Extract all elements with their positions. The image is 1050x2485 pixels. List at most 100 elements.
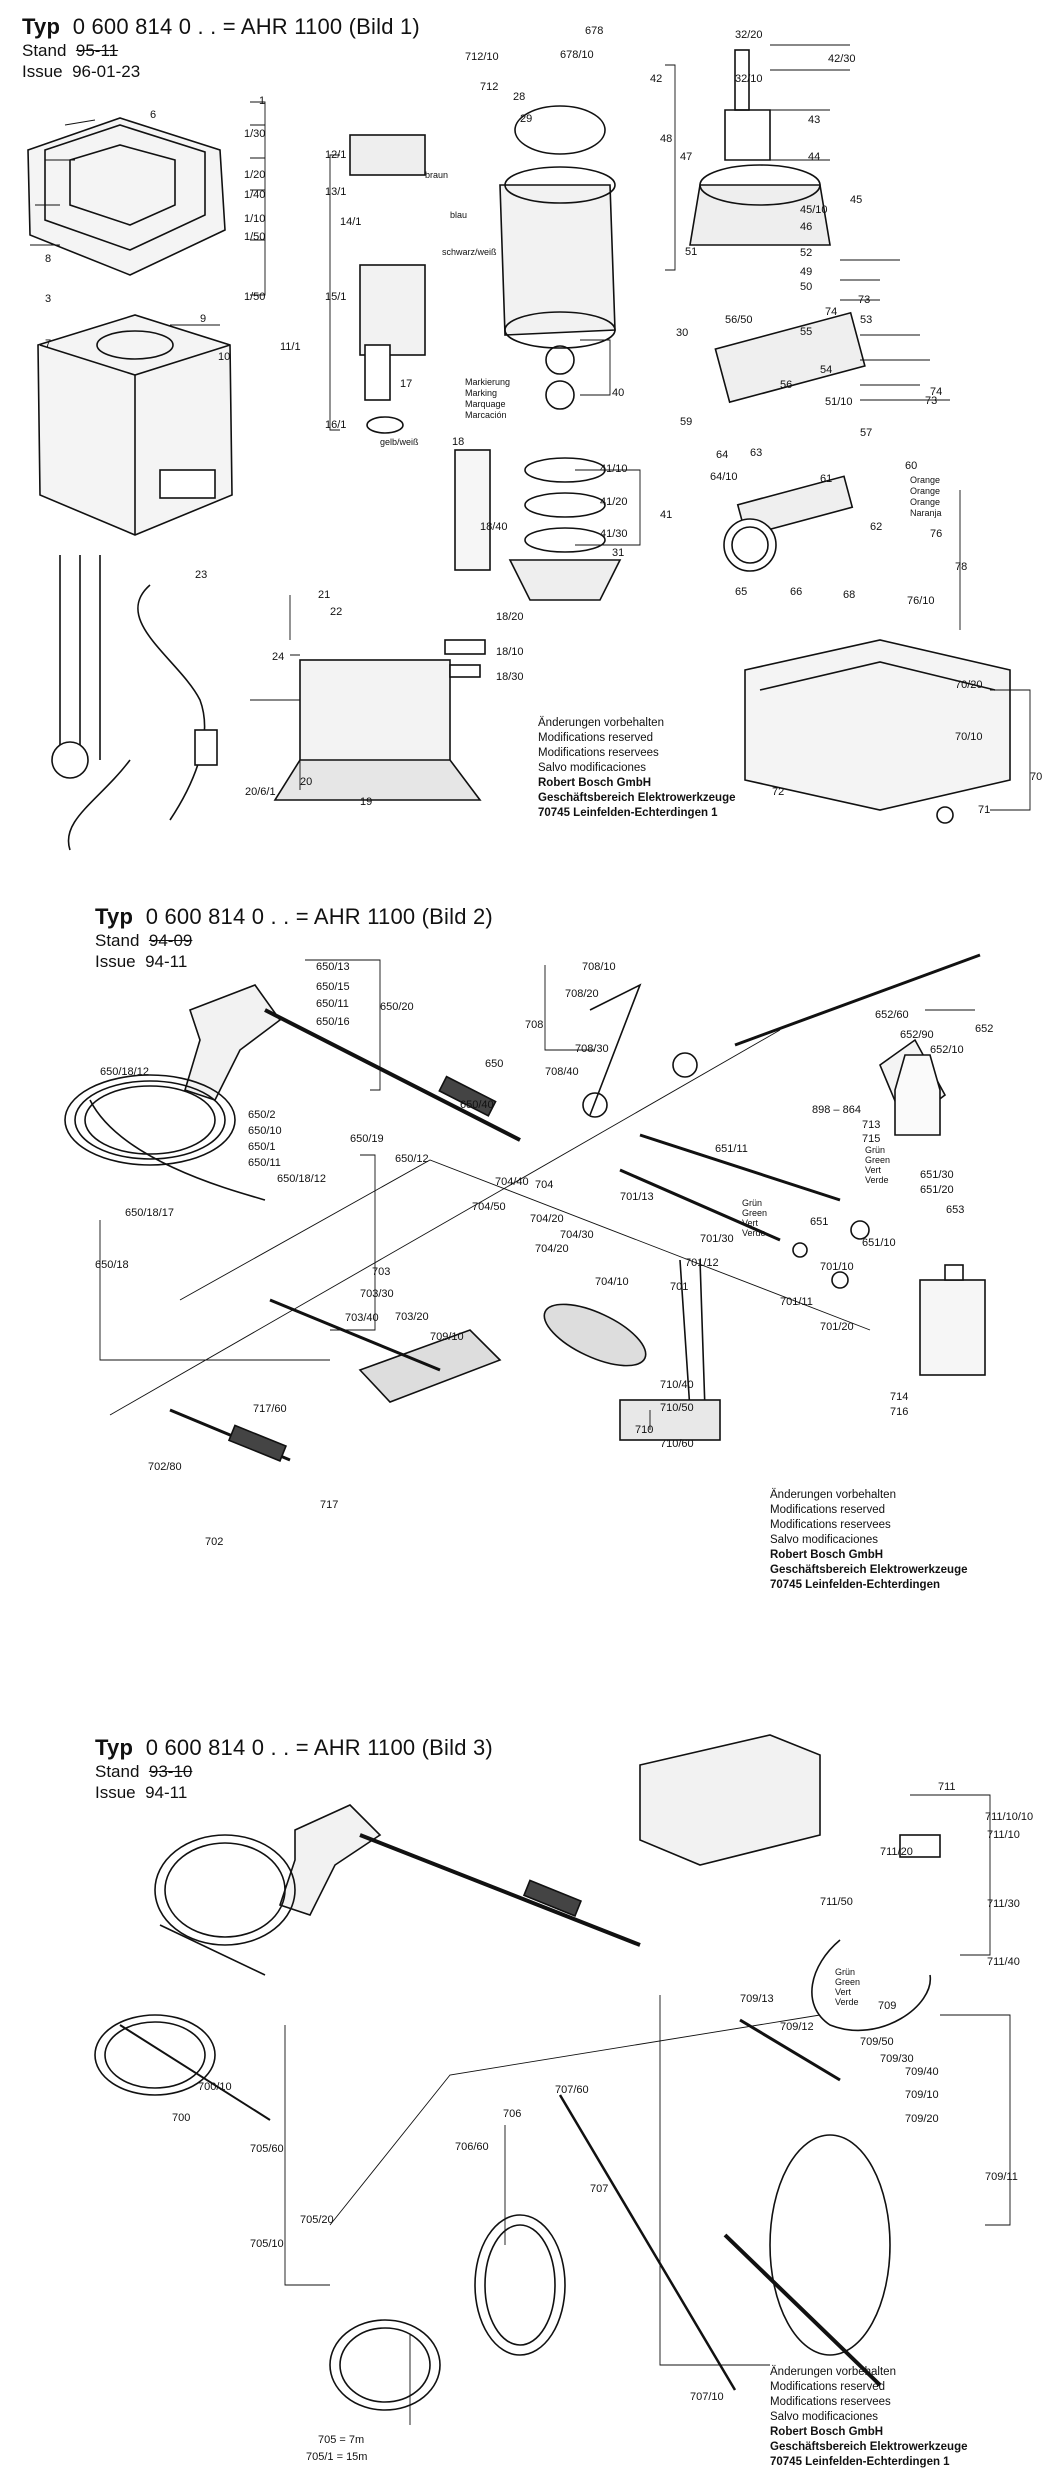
svg-text:15/1: 15/1 (325, 291, 346, 303)
svg-text:44: 44 (808, 151, 820, 163)
svg-text:Markierung: Markierung (465, 377, 510, 387)
svg-text:652: 652 (975, 1023, 993, 1035)
svg-text:Green: Green (835, 1977, 860, 1987)
svg-text:650/2: 650/2 (248, 1109, 276, 1121)
svg-text:Vert: Vert (865, 1165, 882, 1175)
svg-text:711: 711 (938, 1781, 956, 1793)
length-note-15m: 705/1 = 15m (306, 2451, 367, 2463)
sheet-1-note-line: Modifications reservees (538, 747, 659, 759)
svg-text:704/20: 704/20 (530, 1213, 564, 1225)
svg-text:braun: braun (425, 170, 448, 180)
svg-text:711/40: 711/40 (987, 1956, 1020, 1968)
svg-text:18/30: 18/30 (496, 671, 524, 683)
svg-text:712/10: 712/10 (465, 51, 499, 63)
sheet-2-note-company: Robert Bosch GmbH (770, 1549, 884, 1561)
svg-text:704/20: 704/20 (535, 1243, 569, 1255)
svg-text:57: 57 (860, 427, 872, 439)
sheet-2-note-line: Modifications reserved (770, 1504, 886, 1516)
svg-text:49: 49 (800, 266, 812, 278)
svg-text:41/20: 41/20 (600, 496, 628, 508)
svg-text:76: 76 (930, 528, 942, 540)
svg-text:707/60: 707/60 (555, 2084, 589, 2096)
svg-text:blau: blau (450, 210, 467, 220)
svg-text:Orange: Orange (910, 486, 940, 496)
svg-text:Green: Green (865, 1155, 890, 1165)
svg-text:73: 73 (858, 294, 870, 306)
sheet-3-notes: Änderungen vorbehalten Modifications res… (770, 2365, 968, 2470)
svg-text:701: 701 (670, 1281, 688, 1293)
svg-text:717/60: 717/60 (253, 1403, 287, 1415)
svg-text:710/40: 710/40 (660, 1379, 694, 1391)
sheet-1-issue: Issue 96-01-23 (22, 62, 141, 81)
svg-text:650/18: 650/18 (95, 1259, 129, 1271)
svg-text:32/10: 32/10 (735, 73, 763, 85)
svg-text:703/40: 703/40 (345, 1312, 379, 1324)
svg-text:709: 709 (878, 2000, 896, 2012)
sheet-3-note-line: Modifications reservees (770, 2396, 891, 2408)
sheet-bild-1: Typ 0 600 814 0 . . = AHR 1100 (Bild 1) … (0, 0, 1050, 870)
svg-text:1/20: 1/20 (244, 169, 265, 181)
sheet-1-stand: Stand 95-11 (22, 41, 119, 60)
svg-text:10: 10 (218, 351, 230, 363)
sheet-3-note-line: Salvo modificaciones (770, 2411, 879, 2423)
svg-text:702/80: 702/80 (148, 1461, 182, 1473)
svg-text:650/13: 650/13 (316, 961, 350, 973)
svg-text:715: 715 (862, 1133, 880, 1145)
svg-text:1/10: 1/10 (244, 213, 265, 225)
svg-text:650/10: 650/10 (248, 1125, 282, 1137)
svg-text:650/1: 650/1 (248, 1141, 276, 1153)
svg-text:650/18/17: 650/18/17 (125, 1207, 174, 1219)
svg-text:700/10: 700/10 (198, 2081, 232, 2093)
svg-text:74: 74 (930, 386, 942, 398)
svg-text:Grün: Grün (865, 1145, 885, 1155)
svg-text:Grün: Grün (835, 1967, 855, 1977)
svg-text:8: 8 (45, 253, 51, 265)
svg-text:651/11: 651/11 (715, 1143, 748, 1155)
svg-text:709/13: 709/13 (740, 1993, 774, 2005)
svg-text:709/40: 709/40 (905, 2066, 939, 2078)
svg-text:651/30: 651/30 (920, 1169, 954, 1181)
svg-text:708: 708 (525, 1019, 543, 1031)
svg-text:66: 66 (790, 586, 802, 598)
svg-text:Marcación: Marcación (465, 410, 507, 420)
sheet-1-drawing: 1 1/30 1/20 1/40 1/10 1/50 1/50 6 8 3 7 … (27, 25, 1042, 851)
svg-text:716: 716 (890, 1406, 908, 1418)
svg-text:63: 63 (750, 447, 762, 459)
svg-text:Marking: Marking (465, 388, 497, 398)
svg-text:74: 74 (825, 306, 837, 318)
svg-text:schwarz/weiß: schwarz/weiß (442, 247, 497, 257)
svg-text:710/60: 710/60 (660, 1438, 694, 1450)
svg-text:709/10: 709/10 (905, 2089, 939, 2101)
svg-text:650/19: 650/19 (350, 1133, 384, 1145)
svg-text:45: 45 (850, 194, 862, 206)
svg-text:65: 65 (735, 586, 747, 598)
sheet-2-note-address: 70745 Leinfelden-Echterdingen (770, 1579, 940, 1591)
svg-text:31: 31 (612, 547, 624, 559)
svg-text:68: 68 (843, 589, 855, 601)
svg-text:709/20: 709/20 (905, 2113, 939, 2125)
sheet-3-note-line: Änderungen vorbehalten (770, 2366, 896, 2378)
svg-text:40: 40 (612, 387, 624, 399)
svg-text:46: 46 (800, 221, 812, 233)
svg-text:713: 713 (862, 1119, 880, 1131)
svg-text:42/30: 42/30 (828, 53, 856, 65)
svg-text:701/10: 701/10 (820, 1261, 854, 1273)
sheet-3-note-company: Robert Bosch GmbH (770, 2426, 884, 2438)
svg-text:29: 29 (520, 113, 532, 125)
svg-text:70/10: 70/10 (955, 731, 983, 743)
svg-text:50: 50 (800, 281, 812, 293)
svg-text:701/30: 701/30 (700, 1233, 734, 1245)
svg-text:705/60: 705/60 (250, 2143, 284, 2155)
svg-text:650/15: 650/15 (316, 981, 350, 993)
svg-text:701/11: 701/11 (780, 1296, 813, 1308)
sheet-1-wire-labels: braun blau gelb/weiß schwarz/weiß Markie… (380, 170, 942, 518)
svg-text:651/20: 651/20 (920, 1184, 954, 1196)
svg-text:704/50: 704/50 (472, 1201, 506, 1213)
sheet-2-note-line: Änderungen vorbehalten (770, 1489, 896, 1501)
svg-text:650/11: 650/11 (248, 1157, 281, 1169)
svg-text:18/10: 18/10 (496, 646, 524, 658)
sheet-2-part-numbers: 650/13 650/15 650/11 650/16 650/20 650 6… (95, 961, 993, 1548)
svg-text:650/40: 650/40 (460, 1099, 494, 1111)
svg-text:711/50: 711/50 (820, 1896, 853, 1908)
svg-text:53: 53 (860, 314, 872, 326)
